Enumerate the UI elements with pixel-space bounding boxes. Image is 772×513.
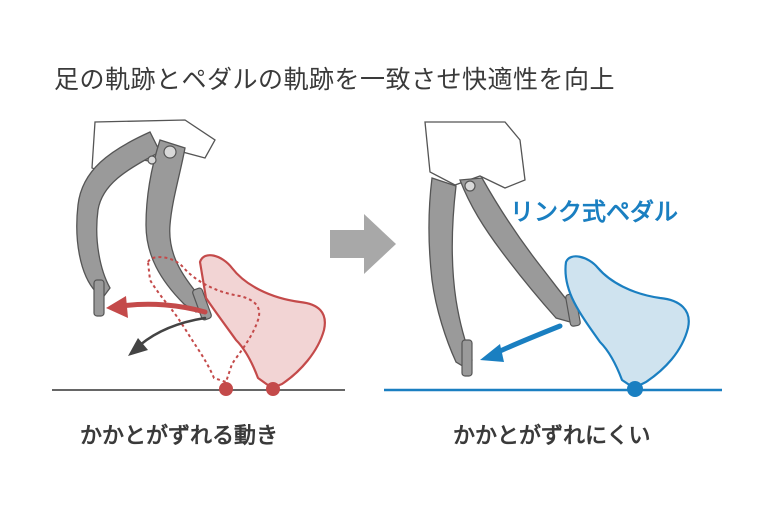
left-caption: かかとがずれる動き (80, 424, 279, 449)
left-knee-joint-2 (147, 155, 157, 165)
right-trousers (424, 121, 526, 189)
left-contact-dot-1 (219, 382, 233, 396)
right-leg-back (428, 177, 473, 369)
right-knee-joint (464, 180, 476, 192)
right-contact-dot (627, 381, 643, 397)
right-arrow-icon (330, 214, 396, 274)
left-knee-joint-1 (163, 145, 177, 159)
left-foot-back (93, 279, 105, 317)
dark-curved-arrow-icon (128, 316, 207, 356)
blue-arrow-icon (480, 323, 563, 362)
right-scene (384, 121, 722, 397)
link-pedal-label: リンク式ペダル (510, 198, 678, 226)
page-title: 足の軌跡とペダルの軌跡を一致させ快適性を向上 (54, 65, 616, 94)
right-heel-shape (564, 255, 690, 390)
left-heel-dotted (146, 256, 261, 384)
red-curved-arrow-icon (106, 296, 208, 318)
left-scene (52, 119, 345, 396)
right-foot-back (461, 339, 473, 377)
left-heel-solid (198, 254, 326, 390)
right-caption: かかとがずれにくい (453, 424, 651, 449)
left-contact-dot-2 (266, 382, 280, 396)
